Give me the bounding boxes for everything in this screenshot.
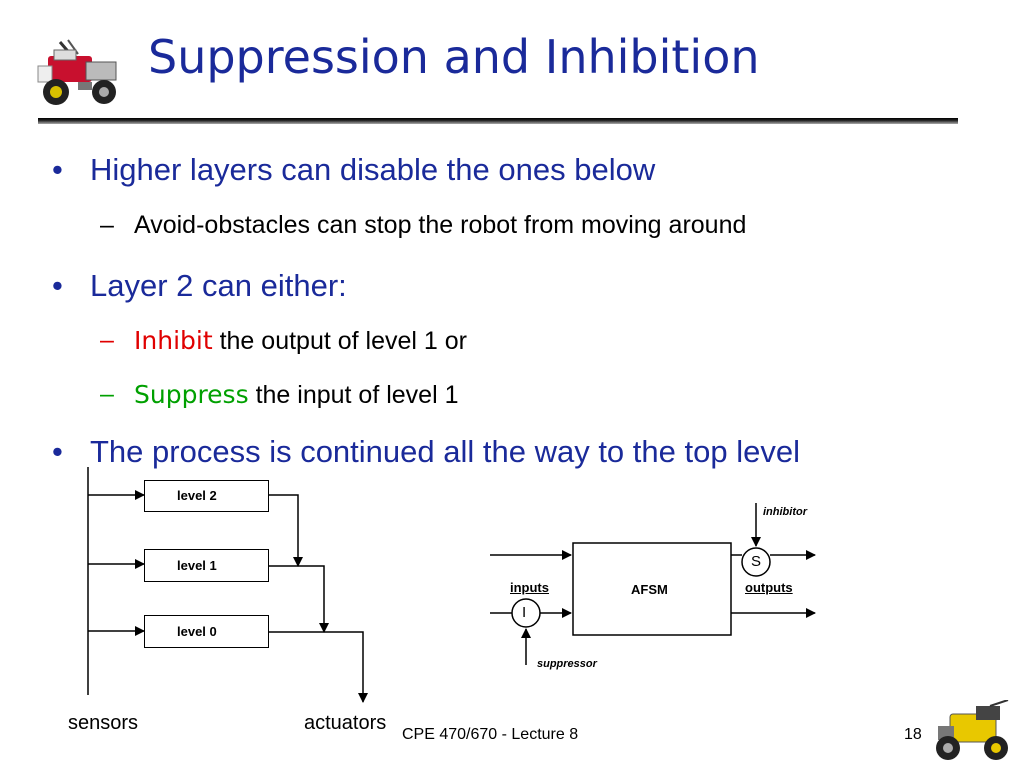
bullet-text: Higher layers can disable the ones below (90, 152, 656, 187)
level-1-box: level 1 (144, 549, 269, 582)
inhibit-term: Inhibit (134, 326, 213, 355)
level-2-box: level 2 (144, 480, 269, 512)
bullet-item: • Layer 2 can either: (52, 268, 347, 304)
bullet-dash: – (100, 326, 114, 354)
outputs-label: outputs (745, 580, 793, 595)
afsm-box (572, 542, 732, 636)
level-0-box: level 0 (144, 615, 269, 648)
level-2-label: level 2 (177, 488, 217, 503)
footer-course: CPE 470/670 - Lecture 8 (402, 726, 579, 743)
actuators-label: actuators (304, 712, 387, 734)
bullet-text: Layer 2 can either: (90, 268, 347, 303)
inhibitor-label: inhibitor (763, 506, 807, 518)
robot-corner-icon (936, 700, 1009, 760)
suppressor-node-label: I (522, 604, 527, 621)
inhibitor-node (741, 547, 771, 577)
level-2-output-arrow (269, 494, 303, 567)
level-0-label: level 0 (177, 624, 217, 639)
sensors-label: sensors (68, 712, 139, 734)
level-1-label: level 1 (177, 558, 217, 573)
bullet-item: • Higher layers can disable the ones bel… (52, 152, 655, 188)
bullet-text: Avoid-obstacles can stop the robot from … (134, 211, 747, 239)
sub-bullet-item: – Avoid-obstacles can stop the robot fro… (100, 211, 746, 240)
bullet-text: The process is continued all the way to … (90, 434, 800, 469)
slide-title: Suppression and Inhibition (148, 30, 760, 84)
sub-bullet-item: – Suppress the input of level 1 (100, 380, 459, 410)
suppress-term: Suppress (134, 380, 249, 409)
bullet-dot: • (52, 152, 63, 187)
sub-bullet-item: – Inhibit the output of level 1 or (100, 326, 467, 356)
title-divider (38, 118, 958, 124)
bullet-item: • The process is continued all the way t… (52, 434, 800, 470)
bullet-dot: • (52, 434, 63, 469)
afsm-label: AFSM (631, 582, 668, 597)
bullet-dash: – (100, 380, 114, 408)
inhibitor-node-label: S (751, 553, 762, 570)
level-0-output-arrow (269, 631, 368, 703)
bullet-dot: • (52, 268, 63, 303)
bullet-dash: – (100, 211, 114, 239)
robot-logo-icon (37, 39, 117, 105)
inputs-label: inputs (510, 580, 549, 595)
suppressor-label: suppressor (537, 658, 597, 670)
bullet-text: the input of level 1 (248, 381, 459, 409)
footer-page-number: 18 (904, 726, 922, 743)
bullet-text: the output of level 1 or (212, 327, 467, 355)
level-1-output-arrow (269, 565, 329, 633)
